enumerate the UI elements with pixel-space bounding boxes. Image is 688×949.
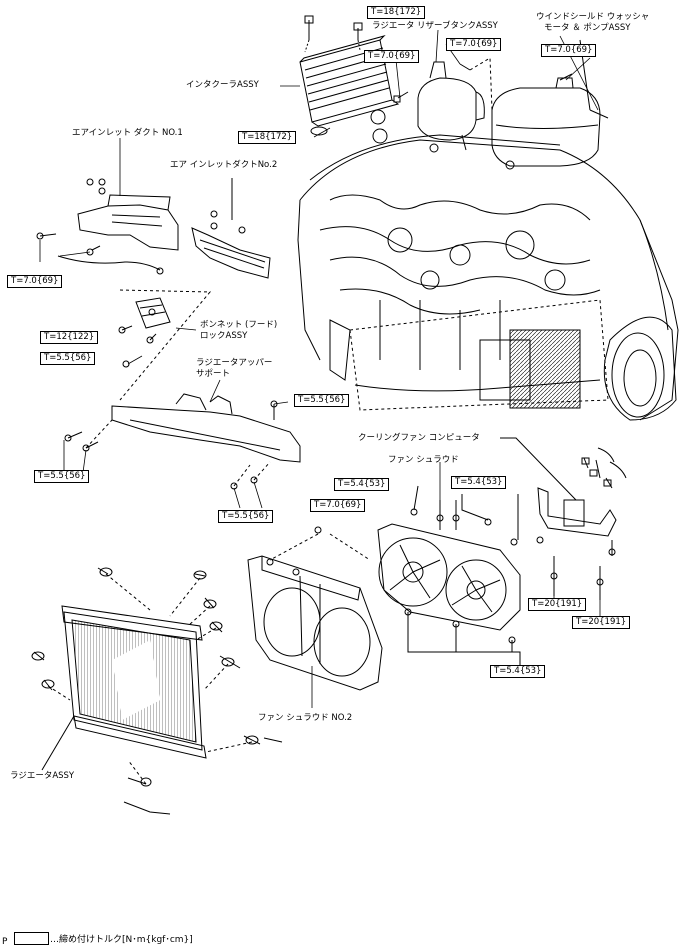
label-fan-shroud-no2: ファン シュラウド NO.2 — [258, 713, 353, 723]
computer-leader — [500, 437, 577, 501]
torque-box-washer: T=7.0{69} — [541, 44, 597, 57]
torque-box-reserve-tank: T=7.0{69} — [446, 38, 502, 51]
torque-box-intercooler-top: T=18{172} — [367, 6, 426, 19]
hood-lock — [135, 297, 171, 329]
support-dashed — [85, 419, 271, 487]
fan-shroud — [377, 500, 521, 631]
torque-box-support-b: T=5.5{56} — [294, 394, 350, 407]
reserve-tank-leader — [469, 57, 493, 111]
label-washer-line2: モータ ＆ ポンプASSY — [544, 23, 631, 33]
fan-torque-lines — [407, 485, 521, 668]
radiator-upper-support — [111, 393, 301, 463]
torque-box-hood-lock: T=12{122} — [40, 331, 99, 344]
torque-box-computer-a: T=20{191} — [528, 598, 587, 611]
legend-torque-box — [14, 932, 49, 945]
air-inlet-duct-no1 — [57, 194, 179, 275]
label-radiator: ラジエータASSY — [10, 771, 75, 781]
reserve-tank-bolt-head — [393, 95, 401, 103]
torque-box-computer-b: T=20{191} — [572, 616, 631, 629]
label-hood-lock-line2: ロックASSY — [200, 331, 248, 341]
air-inlet-duct-no1-bolts — [36, 178, 106, 256]
fan-shroud-no2-bolts — [266, 526, 322, 576]
computer-bolts — [536, 536, 616, 600]
fan-shroud-no2 — [247, 555, 383, 691]
washer-tank — [491, 77, 609, 170]
label-cooling-fan-computer: クーリングファン コンピュータ — [358, 433, 480, 443]
label-rad-support-line2: サポート — [196, 369, 231, 379]
hood-lock-bolts — [118, 325, 157, 368]
radiator-dashed — [47, 573, 253, 785]
air-inlet-duct-no2 — [191, 210, 271, 279]
radiator-support-bolts — [64, 400, 278, 490]
page-mark: P — [2, 937, 8, 947]
reserve-tank-bolt — [397, 63, 471, 99]
hood-lock-dashed-frame — [119, 289, 212, 401]
radiator-leader — [41, 715, 75, 771]
shroud-dashed — [269, 533, 371, 561]
label-air-inlet-no2: エア インレットダクトNo.2 — [170, 160, 278, 170]
radiator — [61, 605, 207, 759]
legend-text: …締め付けトルク[N･m{kgf･cm}] — [50, 935, 193, 945]
torque-box-intercooler-side: T=7.0{69} — [364, 50, 420, 63]
radiator-hoses — [31, 567, 283, 815]
hose-clamp — [372, 128, 388, 144]
torque-box-intercooler-lower: T=18{172} — [238, 131, 297, 144]
torque-box-air-inlet: T=7.0{69} — [7, 275, 63, 288]
torque-box-support-d: T=5.5{56} — [218, 510, 274, 523]
reserve-tank — [417, 61, 485, 153]
label-intercooler: インタクーラASSY — [186, 80, 259, 90]
label-rad-support-line1: ラジエータアッパー — [196, 358, 273, 368]
label-fan-shroud: ファン シュラウド — [388, 455, 459, 465]
torque-box-support-c: T=5.5{56} — [34, 470, 90, 483]
label-air-inlet-no1: エアインレット ダクト NO.1 — [72, 128, 183, 138]
torque-box-fan-b: T=5.4{53} — [451, 476, 507, 489]
label-reserve-tank: ラジエータ リザーブタンクASSY — [372, 21, 498, 31]
torque-box-fan-c: T=5.4{53} — [490, 665, 546, 678]
torque-box-fan-a: T=5.4{53} — [334, 478, 390, 491]
cooling-fan-computer — [537, 447, 627, 537]
torque-box-fan-shroud-no2: T=7.0{69} — [310, 499, 366, 512]
label-washer-line1: ウインドシールド ウォッシャ — [536, 12, 650, 22]
vehicle-front-illustration — [297, 134, 679, 421]
label-hood-lock-line1: ボンネット (フード) — [200, 320, 278, 330]
intercooler-bolts — [304, 15, 363, 53]
torque-box-support-a: T=5.5{56} — [40, 352, 96, 365]
